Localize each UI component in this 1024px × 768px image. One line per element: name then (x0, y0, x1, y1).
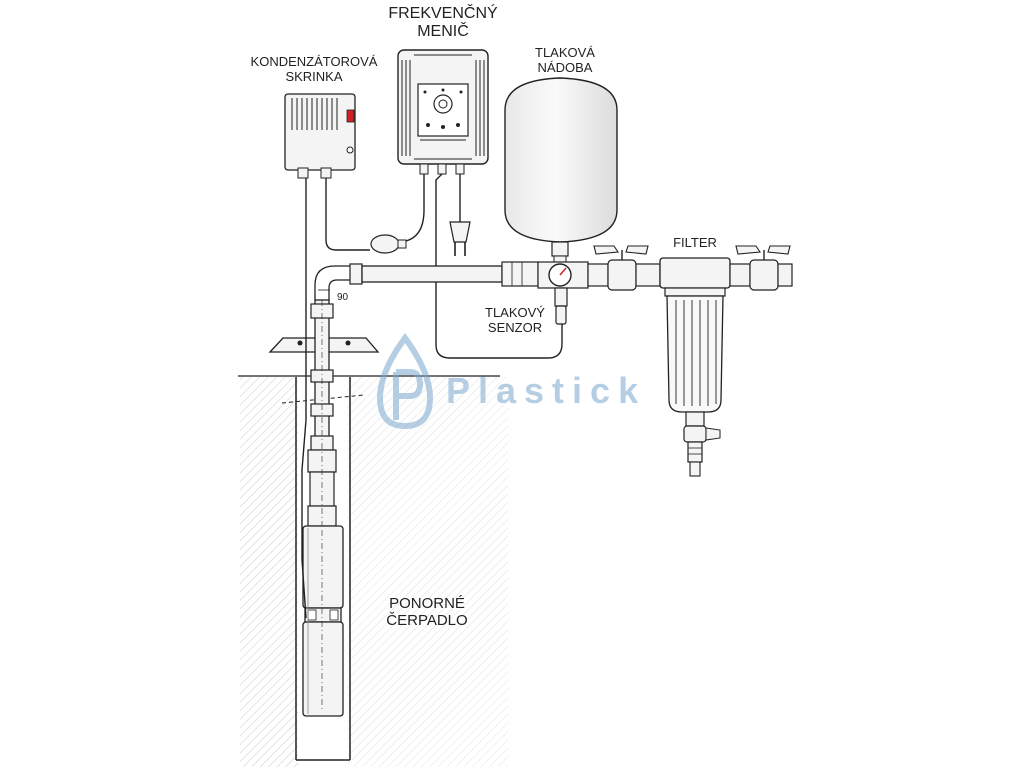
filter-label: FILTER (660, 235, 730, 251)
filter-housing (659, 257, 731, 477)
power-plug (449, 174, 471, 256)
submersible-pump (302, 525, 344, 717)
pump-cable (301, 178, 370, 619)
pressure-vessel-label-line-2: NÁDOBA (537, 59, 593, 75)
watermark-logo (376, 332, 434, 430)
right-ball-valve (729, 245, 793, 291)
inverter-label-line-1: FREKVENČNÝ (388, 5, 498, 22)
inverter-label-line-2: MENIČ (417, 23, 469, 41)
pressure-vessel-label: TLAKOVÁ NÁDOBA (520, 45, 610, 76)
watermark-text: Plastick (446, 370, 647, 411)
frequency-inverter (397, 49, 489, 175)
elbow-angle-label: 90 (337, 292, 349, 303)
pressure-sensor-label: TLAKOVÝ SENZOR (470, 305, 560, 336)
inverter-motor-cable (370, 174, 425, 254)
capacitor-box-label-line-1: KONDENZÁTOROVÁ (250, 54, 378, 69)
sensor-cable (435, 173, 563, 359)
riser-pipe (307, 299, 337, 531)
inverter-label: FREKVENČNÝ MENIČ (378, 5, 508, 42)
pressure-sensor-label-line-2: SENZOR (487, 319, 543, 335)
well-shaft (238, 375, 508, 767)
left-ball-valve (587, 245, 661, 291)
pressure-vessel (504, 77, 618, 265)
pump-label: PONORNÉ ČERPADLO (372, 595, 482, 630)
manifold-gauge (537, 261, 589, 325)
pressure-sensor-label-line-1: TLAKOVÝ (485, 305, 545, 320)
capacitor-box-label: KONDENZÁTOROVÁ SKRINKA (240, 54, 388, 85)
capacitor-box-label-line-2: SKRINKA (285, 68, 343, 84)
horizontal-pipe (361, 261, 539, 287)
pump-label-line-2: ČERPADLO (386, 612, 468, 630)
pressure-vessel-label-line-1: TLAKOVÁ (535, 45, 595, 60)
pump-label-line-1: PONORNÉ (389, 595, 465, 612)
filter-label-text: FILTER (673, 235, 717, 250)
capacitor-box (284, 93, 356, 179)
